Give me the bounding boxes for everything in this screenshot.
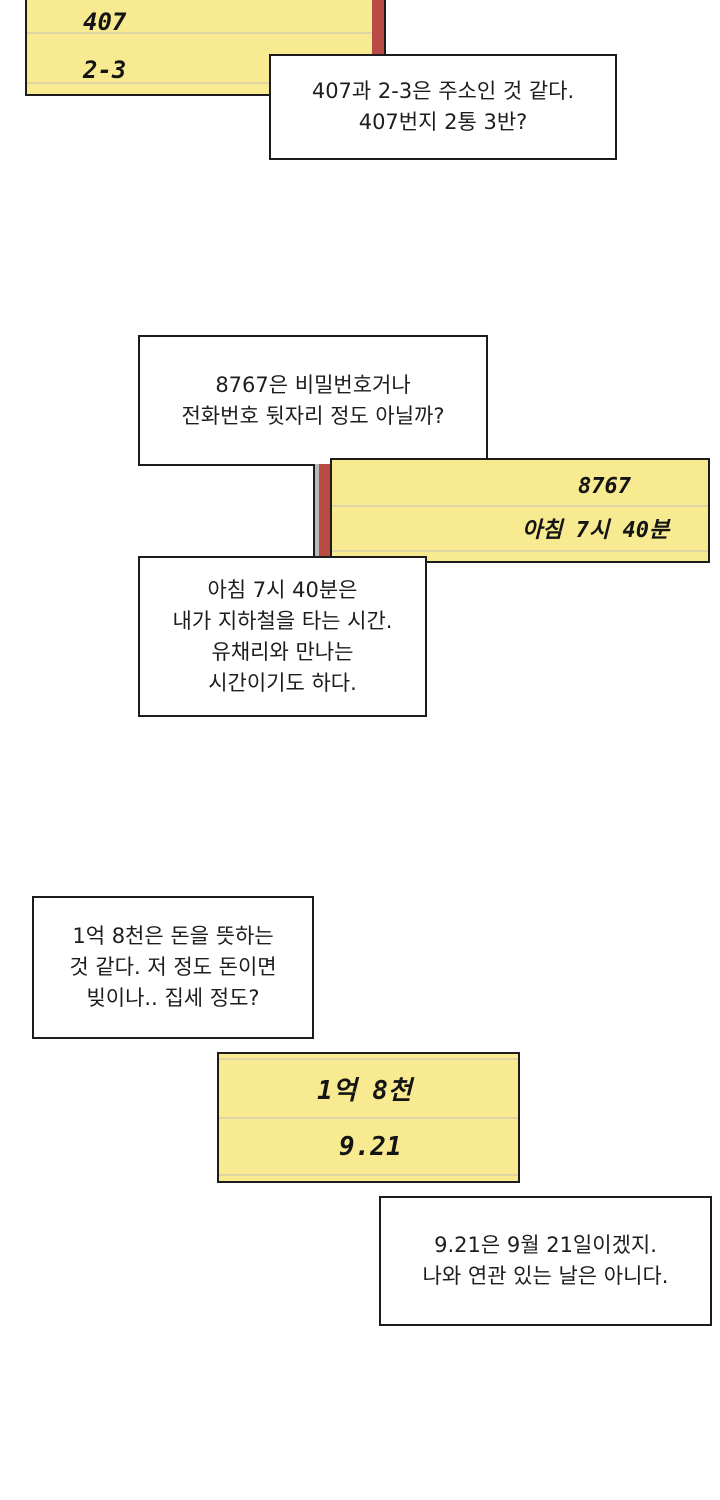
- note-rule-line: [332, 550, 708, 552]
- caption-line: 시간이기도 하다.: [208, 670, 357, 695]
- note-rule-line: [219, 1174, 518, 1176]
- caption-line: 1억 8천은 돈을 뜻하는: [72, 924, 274, 948]
- note-text-8767: 8767: [578, 474, 631, 499]
- note-rule-line: [27, 32, 383, 34]
- note-rule-line: [332, 505, 708, 507]
- note-rule-line: [27, 82, 383, 84]
- caption-line: 것 같다. 저 정도 돈이면: [69, 955, 277, 979]
- caption-line: 빚이나.. 집세 정도?: [86, 986, 260, 1010]
- narration-box-5: 9.21은 9월 21일이겠지. 나와 연관 있는 날은 아니다.: [379, 1196, 712, 1326]
- caption-line: 전화번호 뒷자리 정도 아닐까?: [181, 403, 445, 428]
- note-text-407: 407: [83, 8, 127, 36]
- note-rule-line: [219, 1117, 518, 1119]
- caption-line: 8767은 비밀번호거나: [215, 372, 411, 397]
- note-text-amount: 1억 8천: [317, 1076, 412, 1106]
- caption-line: 9.21은 9월 21일이겠지.: [434, 1233, 657, 1257]
- caption-line: 407번지 2통 3반?: [358, 110, 528, 134]
- caption-line: 내가 지하철을 타는 시간.: [172, 608, 393, 633]
- note-text-date: 9.21: [339, 1132, 402, 1162]
- narration-box-4: 1억 8천은 돈을 뜻하는 것 같다. 저 정도 돈이면 빚이나.. 집세 정도…: [32, 896, 314, 1039]
- narration-box-1: 407과 2-3은 주소인 것 같다. 407번지 2통 3반?: [269, 54, 617, 160]
- caption-line: 나와 연관 있는 날은 아니다.: [422, 1264, 669, 1288]
- caption-line: 아침 7시 40분은: [207, 577, 358, 602]
- caption-line: 유채리와 만나는: [211, 639, 354, 664]
- narration-box-3: 아침 7시 40분은 내가 지하철을 타는 시간. 유채리와 만나는 시간이기도…: [138, 556, 427, 717]
- note-text-2-3: 2-3: [83, 56, 127, 84]
- notepad-panel-1: 407 2-3: [25, 0, 385, 96]
- note-text-time: 아침 7시 40분: [522, 518, 670, 543]
- notepad-panel-3: 1억 8천 9.21: [217, 1052, 520, 1183]
- notepad-margin-rule-1: [368, 0, 386, 64]
- narration-box-2: 8767은 비밀번호거나 전화번호 뒷자리 정도 아닐까?: [138, 335, 488, 466]
- caption-line: 407과 2-3은 주소인 것 같다.: [311, 79, 575, 103]
- note-rule-line: [219, 1058, 518, 1060]
- notepad-panel-2: 8767 아침 7시 40분: [330, 458, 710, 563]
